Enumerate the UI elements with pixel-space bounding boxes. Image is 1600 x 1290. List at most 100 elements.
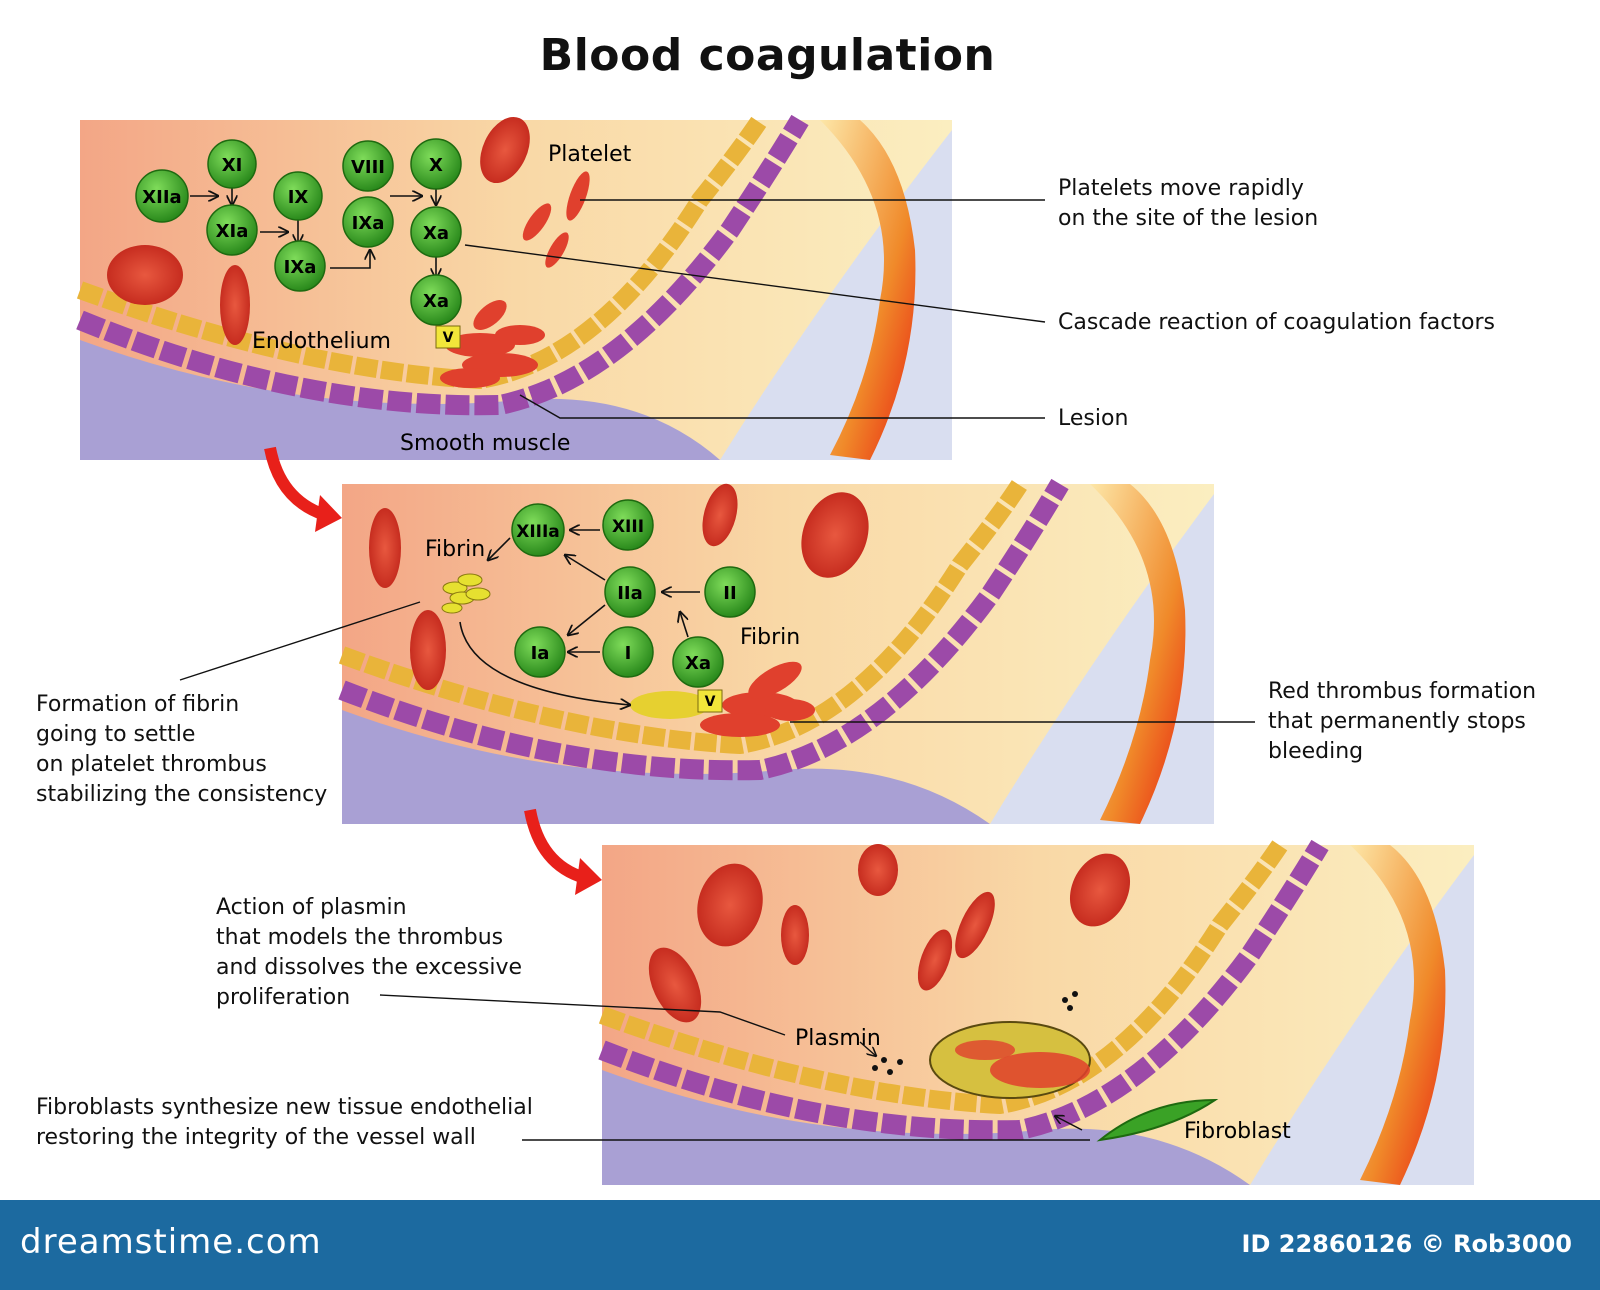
label-smooth-muscle: Smooth muscle [400, 431, 570, 456]
panel-3-vessel-plume [1350, 845, 1446, 1185]
svg-text:Xa: Xa [685, 653, 711, 674]
factor-x: X [410, 138, 462, 190]
svg-text:XIa: XIa [216, 221, 249, 242]
svg-text:X: X [429, 155, 443, 176]
panel-2-red-thrombus [630, 661, 815, 737]
factor-i: I [602, 626, 654, 678]
factor-xiiia: XIIIa [511, 503, 565, 557]
callout-red-thrombus: Red thrombus formation that permanently … [1268, 677, 1536, 767]
callout-cascade: Cascade reaction of coagulation factors [1058, 310, 1495, 335]
footer-bar: dreamstime.com ID 22860126 © Rob3000 [0, 1200, 1600, 1290]
panel-3-lower-purple [602, 1070, 1250, 1185]
panel-2 [338, 478, 1214, 824]
svg-text:I: I [625, 643, 632, 664]
panel-3-dissolving-thrombus [872, 991, 1091, 1099]
callout-fibrin-formation: Formation of fibrin going to settle on p… [36, 690, 327, 810]
panel-2-lower-purple [342, 710, 990, 824]
footer-image-id: ID 22860126 © Rob3000 [1241, 1230, 1572, 1258]
red-blood-cell [648, 947, 702, 1023]
callout-plasmin-line-4: proliferation [216, 985, 351, 1010]
panel-3 [598, 839, 1474, 1185]
panel-1-lower-purple [80, 340, 720, 460]
platelet-shape [566, 171, 590, 221]
svg-text:Xa: Xa [423, 223, 449, 244]
callout-plasmin: Action of plasmin that models the thromb… [216, 893, 522, 1013]
red-blood-cell [801, 492, 869, 578]
callout-plasmin-line-3: and dissolves the excessive [216, 955, 523, 980]
factor-xa-panel-2: Xa [672, 636, 724, 688]
factor-ix: IX [273, 171, 323, 221]
callout-lesion: Lesion [1058, 406, 1129, 431]
coagulation-diagram: XI XIIa XIa IX IXa VIII IXa X Xa Xa V [76, 114, 1474, 1185]
platelet-shape [545, 232, 569, 268]
callout-red-thrombus-line-1: Red thrombus formation [1268, 679, 1537, 704]
panel-3-smooth-muscle-band [598, 839, 1329, 1141]
factor-xi: XI [207, 139, 257, 189]
callout-platelets-line-2: on the site of the lesion [1058, 206, 1319, 231]
svg-text:XI: XI [222, 155, 243, 176]
factor-v-panel-2: V [697, 689, 723, 713]
callout-fibroblasts-line-1: Fibroblasts synthesize new tissue endoth… [36, 1095, 533, 1120]
panel-2-endothelium-band [338, 479, 1028, 755]
transition-arrow-2 [524, 808, 587, 884]
svg-text:XIII: XIII [612, 517, 644, 537]
factor-iia: IIa [604, 566, 656, 618]
panel-2-vessel-plume [1090, 484, 1186, 824]
label-fibroblast: Fibroblast [1184, 1119, 1291, 1144]
callout-fibrin-line-4: stabilizing the consistency [36, 782, 328, 807]
svg-text:II: II [723, 583, 736, 604]
factor-xia: XIa [206, 204, 258, 256]
callout-fibrin-line-1: Formation of fibrin [36, 692, 240, 717]
factor-ii: II [704, 566, 756, 618]
red-blood-cell [858, 844, 898, 896]
label-fibrin-left: Fibrin [425, 537, 485, 562]
red-blood-cell [410, 610, 446, 690]
red-blood-cell [917, 929, 953, 991]
red-blood-cell [1069, 853, 1131, 927]
page-title: Blood coagulation [539, 30, 996, 81]
panel-1-smooth-muscle-band [76, 114, 809, 416]
svg-text:IIa: IIa [617, 583, 643, 604]
factor-xiia: XIIa [135, 169, 189, 223]
factor-xa-lower: Xa [410, 274, 462, 326]
fibrin-mesh-icon [441, 573, 491, 614]
callout-fibrin-line-2: going to settle [36, 722, 196, 747]
panel-2-smooth-muscle-band [338, 478, 1069, 781]
svg-text:XIIIa: XIIIa [516, 522, 560, 542]
label-plasmin: Plasmin [795, 1026, 881, 1051]
svg-text:VIII: VIII [351, 157, 385, 178]
label-endothelium: Endothelium [252, 329, 391, 354]
callout-platelets-line-1: Platelets move rapidly [1058, 176, 1304, 201]
platelet-shape [522, 203, 552, 241]
svg-text:Xa: Xa [423, 291, 449, 312]
panel-1-platelet-plug [440, 300, 545, 388]
svg-text:V: V [705, 694, 716, 710]
red-blood-cell [781, 905, 809, 965]
factor-ia: Ia [514, 626, 566, 678]
factor-ixa-upper: IXa [342, 196, 394, 248]
factor-v-panel-1: V [435, 325, 461, 349]
cascade-arrows-panel-2 [459, 530, 700, 705]
callout-plasmin-line-1: Action of plasmin [216, 895, 407, 920]
svg-text:IXa: IXa [284, 257, 317, 278]
transition-arrow-1 [264, 446, 328, 521]
red-blood-cell [107, 245, 183, 305]
transition-arrowhead-2 [575, 858, 602, 895]
label-fibrin-right: Fibrin [740, 625, 800, 650]
callout-fibrin-line-3: on platelet thrombus [36, 752, 267, 777]
fibroblast-cell-icon [1096, 1098, 1219, 1142]
red-blood-cell [697, 863, 763, 947]
leader-lines [179, 199, 1255, 1141]
red-blood-cell [220, 265, 250, 345]
callout-red-thrombus-line-3: bleeding [1268, 739, 1364, 764]
factor-xa-upper: Xa [410, 206, 462, 258]
factor-xiii: XIII [602, 499, 654, 551]
label-platelet: Platelet [548, 142, 632, 167]
callout-platelets: Platelets move rapidly on the site of th… [1058, 174, 1318, 234]
red-blood-cell [955, 891, 995, 959]
svg-text:IX: IX [288, 187, 309, 208]
transition-arrowhead-1 [315, 495, 342, 532]
callout-fibroblasts-line-2: restoring the integrity of the vessel wa… [36, 1125, 476, 1150]
svg-text:IXa: IXa [352, 213, 385, 234]
callout-plasmin-line-2: that models the thrombus [216, 925, 504, 950]
